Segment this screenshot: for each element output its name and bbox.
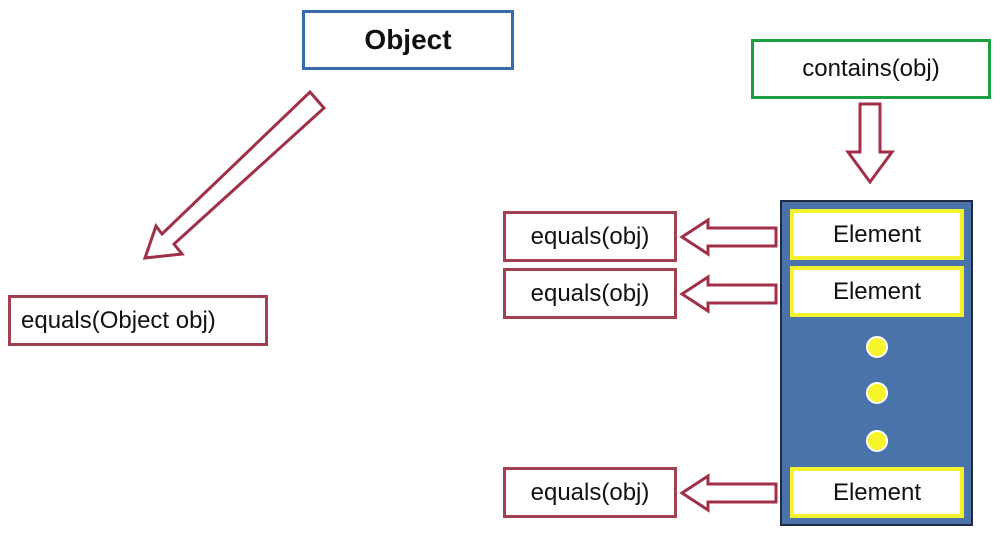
down-arrow — [845, 102, 895, 185]
left-arrow-2 — [679, 274, 778, 314]
ellipsis-dot-2 — [866, 382, 888, 404]
equals-object-box: equals(Object obj) — [8, 295, 268, 346]
left-arrow-1 — [679, 217, 778, 257]
contains-label: contains(obj) — [802, 55, 940, 82]
ellipsis-dot-1 — [866, 336, 888, 358]
diagonal-arrow — [142, 89, 327, 260]
contains-box: contains(obj) — [751, 39, 991, 99]
element-2: Element — [790, 266, 964, 317]
ellipsis-dot-3 — [866, 430, 888, 452]
equals-box-1: equals(obj) — [503, 211, 677, 262]
object-label: Object — [364, 24, 452, 55]
object-box: Object — [302, 10, 514, 70]
element-1: Element — [790, 209, 964, 260]
list-panel: Element Element Element — [780, 200, 973, 526]
equals-label-3: equals(obj) — [530, 478, 650, 506]
equals-label-2: equals(obj) — [530, 279, 650, 307]
equals-object-label: equals(Object obj) — [21, 306, 216, 334]
element-label-3: Element — [832, 478, 922, 506]
element-label-1: Element — [832, 220, 922, 248]
left-arrow-3 — [679, 473, 778, 513]
equals-box-3: equals(obj) — [503, 467, 677, 518]
equals-label-1: equals(obj) — [530, 222, 650, 250]
element-label-2: Element — [832, 277, 922, 305]
element-3: Element — [790, 467, 964, 518]
equals-box-2: equals(obj) — [503, 268, 677, 319]
